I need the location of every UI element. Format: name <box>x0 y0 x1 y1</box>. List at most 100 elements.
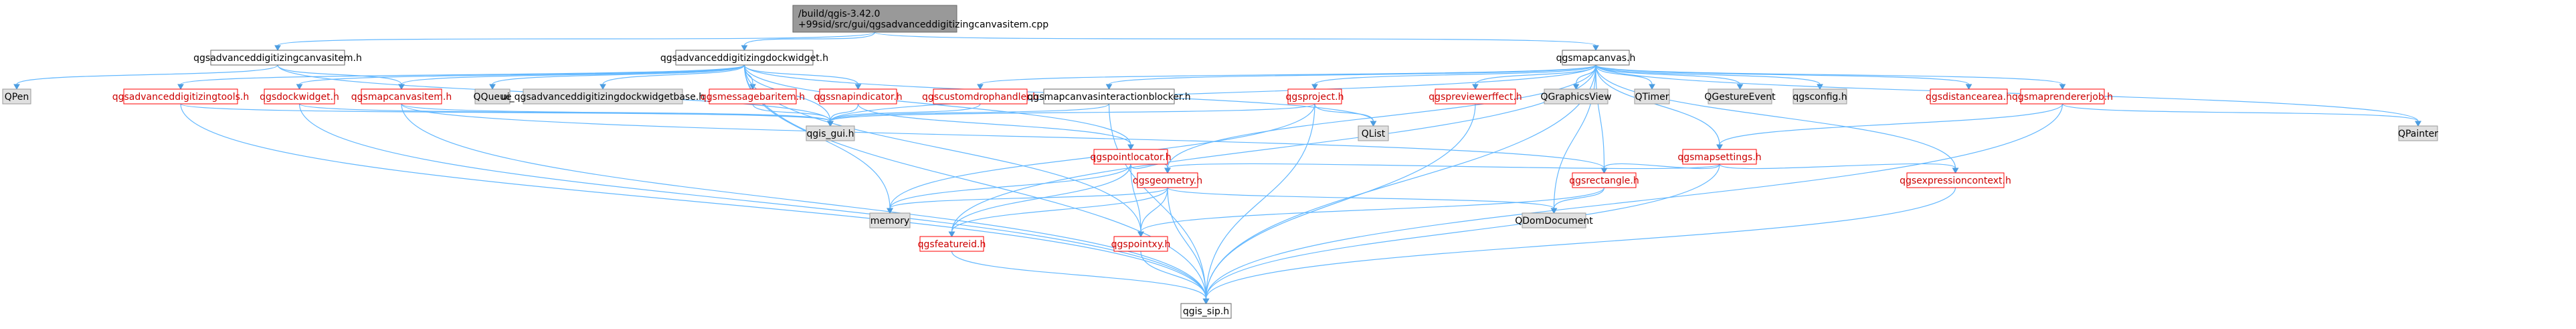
node-distarea_h[interactable]: qgsdistancearea.h <box>1926 88 2012 105</box>
edge-rectangle_h-to-pointxy_h <box>1137 187 1605 238</box>
edge-maprender_h-to-qpainter <box>2061 103 2421 127</box>
node-box <box>1093 149 1168 165</box>
node-ui_dock[interactable]: ui_qgsadvanceddigitizingdockwidgetbase.h <box>501 88 705 105</box>
node-tools_h[interactable]: qgsadvanceddigitizingtools.h <box>112 88 250 105</box>
node-box <box>792 5 957 33</box>
node-box <box>1137 172 1198 188</box>
node-box <box>869 212 911 228</box>
node-msgbar_h[interactable]: qgsmessagebaritem.h <box>701 88 805 105</box>
node-box <box>933 88 1028 105</box>
node-canvasitem_h[interactable]: qgsadvanceddigitizingcanvasitem.h <box>193 50 362 66</box>
nodes-layer: /build/qgis-3.42.0+99sid/src/gui/qgsadva… <box>2 5 2438 319</box>
node-label: memory <box>870 216 910 226</box>
node-label: qgscustomdrophandler.h <box>922 92 1038 103</box>
edge-root-to-canvasitem_h <box>274 31 876 52</box>
node-exprctx_h[interactable]: qgsexpressioncontext.h <box>1900 172 2011 188</box>
node-geometry_h[interactable]: qgsgeometry.h <box>1133 172 1202 188</box>
node-label: QQueue <box>473 92 511 103</box>
edge-qgsdockwidget_h-to-qgis_sip <box>298 103 1210 305</box>
node-label: qgsmapcanvasinteractionblocker.h <box>1027 92 1190 103</box>
node-box <box>1572 172 1637 188</box>
node-box <box>1358 125 1389 141</box>
node-mapcanvasitem_h[interactable]: qgsmapcanvasitem.h <box>351 88 452 105</box>
node-box <box>1634 88 1670 105</box>
node-box <box>264 88 335 105</box>
node-pointloc_h[interactable]: qgspointlocator.h <box>1090 149 1172 165</box>
edge-dockwidget_h-to-qqueue <box>489 64 745 90</box>
node-qqueue[interactable]: QQueue <box>473 88 512 105</box>
node-qpainter[interactable]: QPainter <box>2398 125 2438 141</box>
edge-mapcanvas_h-to-geometry_h <box>1164 64 1596 174</box>
edge-mapcanvas_h-to-customdrop_h <box>977 64 1596 90</box>
edge-project_h-to-qgis_gui <box>827 103 1315 127</box>
node-qgis_gui[interactable]: qgis_gui.h <box>806 125 855 141</box>
edge-root-to-mapcanvas_h <box>874 31 1599 52</box>
edge-pointloc_h-to-geometry_h <box>1130 163 1171 174</box>
node-maprender_h[interactable]: qgsmaprendererjob.h <box>2012 88 2113 105</box>
node-box <box>1708 88 1772 105</box>
node-box <box>709 88 797 105</box>
node-qgsconfig_h[interactable]: qgsconfig.h <box>1792 88 1847 105</box>
node-qgraphicsview[interactable]: QGraphicsView <box>1540 88 1612 105</box>
node-interblocker_h[interactable]: qgsmapcanvasinteractionblocker.h <box>1027 88 1191 105</box>
edge-pointloc_h-to-featureid_h <box>948 163 1131 238</box>
node-box <box>1682 149 1757 165</box>
node-label: qgspointlocator.h <box>1090 152 1171 163</box>
node-rectangle_h[interactable]: qgsrectangle.h <box>1569 172 1639 188</box>
node-root[interactable]: /build/qgis-3.42.0+99sid/src/gui/qgsadva… <box>792 5 1048 33</box>
node-snapind_h[interactable]: qgssnapindicator.h <box>814 88 903 105</box>
edge-geometry_h-to-memory <box>887 187 1168 214</box>
node-label: qgsmaprendererjob.h <box>2012 92 2113 103</box>
node-box <box>675 50 814 66</box>
edge-mapsettings_h-to-geometry_h <box>1164 163 1720 174</box>
node-label: qgsconfig.h <box>1792 92 1847 103</box>
node-qgesture[interactable]: QGestureEvent <box>1704 88 1776 105</box>
node-box <box>806 125 855 141</box>
node-box <box>1113 236 1168 252</box>
node-label: qgsadvanceddigitizingtools.h <box>112 92 250 103</box>
node-label: QGraphicsView <box>1540 92 1611 103</box>
node-qdomdoc[interactable]: QDomDocument <box>1515 212 1593 228</box>
node-label: +99sid/src/gui/qgsadvanceddigitizingcanv… <box>798 19 1048 30</box>
edge-mapcanvas_h-to-qgis_sip <box>1202 64 1596 305</box>
edge-project_h-to-qgis_sip <box>1202 103 1315 305</box>
node-box <box>2020 88 2105 105</box>
node-label: qgsexpressioncontext.h <box>1900 176 2011 186</box>
node-qgsdockwidget_h[interactable]: qgsdockwidget.h <box>260 88 339 105</box>
edge-pointxy_h-to-qgis_sip <box>1140 251 1210 305</box>
edge-mapcanvasitem_h-to-qgis_gui <box>401 103 834 127</box>
edge-mapsettings_h-to-qgis_sip <box>1202 163 1720 305</box>
node-qpen[interactable]: QPen <box>2 88 31 105</box>
node-label: qgsmapcanvas.h <box>1556 53 1636 64</box>
node-label: QPen <box>5 92 29 103</box>
node-label: QTimer <box>1635 92 1669 103</box>
node-project_h[interactable]: qgsproject.h <box>1286 88 1344 105</box>
node-customdrop_h[interactable]: qgscustomdrophandler.h <box>922 88 1038 105</box>
edge-rectangle_h-to-qdomdoc <box>1550 187 1605 214</box>
edge-featureid_h-to-qgis_sip <box>951 251 1210 305</box>
node-qtimer[interactable]: QTimer <box>1634 88 1670 105</box>
edge-exprctx_h-to-qgis_sip <box>1202 187 1956 305</box>
edge-mapcanvas_h-to-distarea_h <box>1595 64 1972 90</box>
node-mapcanvas_h[interactable]: qgsmapcanvas.h <box>1556 50 1636 66</box>
node-qlist[interactable]: QList <box>1358 125 1389 141</box>
node-qgis_sip[interactable]: qgis_sip.h <box>1180 303 1232 319</box>
edge-mapsettings_h-to-exprctx_h <box>1719 163 1959 174</box>
node-box <box>1522 212 1586 228</box>
edge-mapcanvas_h-to-interblocker_h <box>1105 64 1596 90</box>
edge-dockwidget_h-to-qgsdockwidget_h <box>296 64 745 90</box>
edge-mapcanvasitem_h-to-qgis_sip <box>401 103 1210 305</box>
node-dockwidget_h[interactable]: qgsadvanceddigitizingdockwidget.h <box>660 50 828 66</box>
node-box <box>2 88 31 105</box>
node-featureid_h[interactable]: qgsfeatureid.h <box>918 236 986 252</box>
edge-snapind_h-to-pointloc_h <box>857 103 1134 151</box>
node-label: qgsdistancearea.h <box>1926 92 2012 103</box>
node-pointxy_h[interactable]: qgspointxy.h <box>1111 236 1171 252</box>
edge-dockwidget_h-to-ui_dock <box>600 64 745 90</box>
node-box <box>1906 172 2005 188</box>
node-memory[interactable]: memory <box>869 212 911 228</box>
node-box <box>474 88 511 105</box>
node-box <box>919 236 984 252</box>
node-mapsettings_h[interactable]: qgsmapsettings.h <box>1677 149 1762 165</box>
node-preview_h[interactable]: qgspreviewerffect.h <box>1429 88 1522 105</box>
